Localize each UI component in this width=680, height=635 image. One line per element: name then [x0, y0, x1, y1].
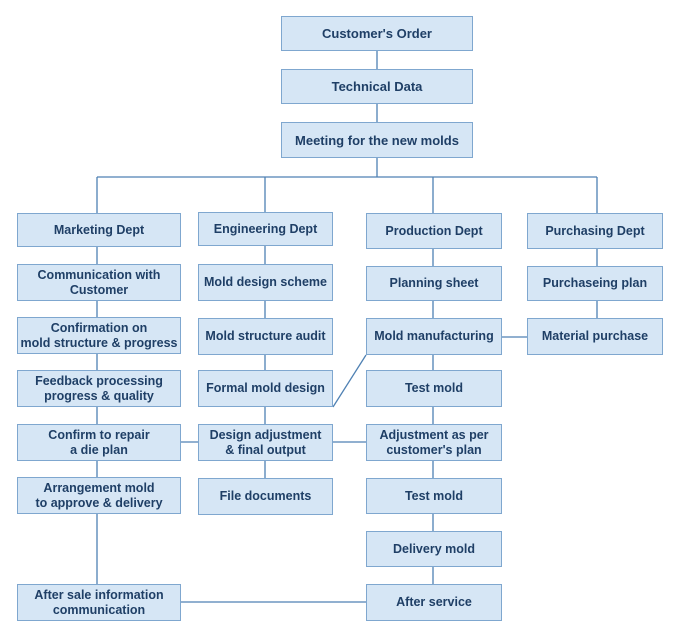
marketing-dept-box: Marketing Dept [17, 213, 181, 247]
mold-manufacturing-box: Mold manufacturing [366, 318, 502, 355]
purchasing-plan-box: Purchaseing plan [527, 266, 663, 301]
production-dept-box: Production Dept [366, 213, 502, 249]
communication-box: Communication with Customer [17, 264, 181, 301]
test-mold-box-2: Test mold [366, 478, 502, 514]
file-documents-box: File documents [198, 478, 333, 515]
adjustment-plan-box: Adjustment as per customer's plan [366, 424, 502, 461]
purchasing-dept-box: Purchasing Dept [527, 213, 663, 249]
design-adjustment-box: Design adjustment & final output [198, 424, 333, 461]
test-mold-box-1: Test mold [366, 370, 502, 407]
confirm-repair-box: Confirm to repair a die plan [17, 424, 181, 461]
feedback-box: Feedback processing progress & quality [17, 370, 181, 407]
technical-data-box: Technical Data [281, 69, 473, 104]
after-service-box: After service [366, 584, 502, 621]
confirmation-box: Confirmation on mold structure & progres… [17, 317, 181, 354]
planning-sheet-box: Planning sheet [366, 266, 502, 301]
after-sale-box: After sale information communication [17, 584, 181, 621]
customers-order-box: Customer's Order [281, 16, 473, 51]
delivery-mold-box: Delivery mold [366, 531, 502, 567]
mold-design-scheme-box: Mold design scheme [198, 264, 333, 301]
formal-mold-design-box: Formal mold design [198, 370, 333, 407]
mold-structure-audit-box: Mold structure audit [198, 318, 333, 355]
engineering-dept-box: Engineering Dept [198, 212, 333, 246]
material-purchase-box: Material purchase [527, 318, 663, 355]
arrangement-box: Arrangement mold to approve & delivery [17, 477, 181, 514]
meeting-box: Meeting for the new molds [281, 122, 473, 158]
